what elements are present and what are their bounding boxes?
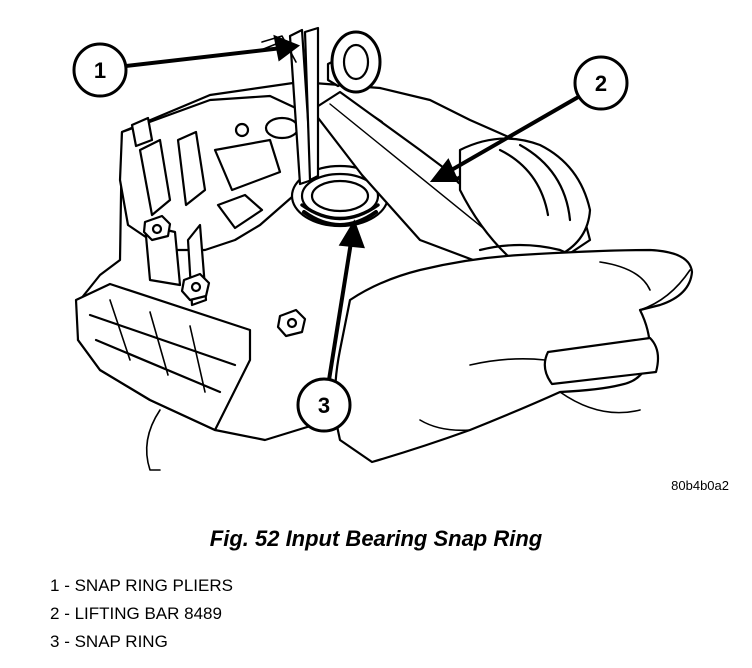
leader-arrow-1	[273, 34, 301, 62]
callout-1: 1	[72, 42, 128, 98]
callout-2: 2	[573, 55, 629, 111]
legend-separator: -	[59, 604, 75, 623]
legend: 1 - SNAP RING PLIERS 2 - LIFTING BAR 848…	[50, 572, 233, 656]
leader-arrow-2	[429, 158, 460, 182]
leader-line-3	[327, 235, 354, 381]
figure-caption: Fig. 52 Input Bearing Snap Ring	[209, 526, 543, 551]
thumb-nail	[543, 336, 660, 386]
leader-line-2	[447, 94, 581, 174]
technician-hand	[333, 248, 694, 464]
legend-number: 3	[50, 632, 60, 651]
legend-number: 1	[50, 576, 60, 595]
legend-text: LIFTING BAR 8489	[74, 604, 222, 623]
legend-text: SNAP RING PLIERS	[74, 576, 233, 595]
snap-ring	[302, 210, 378, 227]
callout-number-2: 2	[595, 71, 607, 96]
callout-number-1: 1	[94, 58, 106, 83]
legend-item: 3 - SNAP RING	[50, 628, 233, 656]
figure-code: 80b4b0a2	[671, 478, 729, 493]
case-bolt	[142, 214, 172, 242]
callout-3: 3	[296, 377, 352, 433]
legend-number: 2	[50, 604, 60, 623]
leader-arrow-3	[338, 219, 365, 249]
legend-item: 2 - LIFTING BAR 8489	[50, 600, 233, 628]
callout-number-3: 3	[318, 393, 330, 418]
legend-separator: -	[59, 576, 75, 595]
case-bolt	[276, 308, 307, 338]
case-bolt	[180, 272, 211, 302]
legend-separator: -	[59, 632, 75, 651]
end-housing	[458, 137, 592, 260]
leader-line-1	[125, 46, 283, 68]
legend-text: SNAP RING	[74, 632, 168, 651]
legend-item: 1 - SNAP RING PLIERS	[50, 572, 233, 600]
callout-leaders	[125, 34, 581, 381]
transmission-illustration: 1 2 3	[72, 26, 694, 471]
